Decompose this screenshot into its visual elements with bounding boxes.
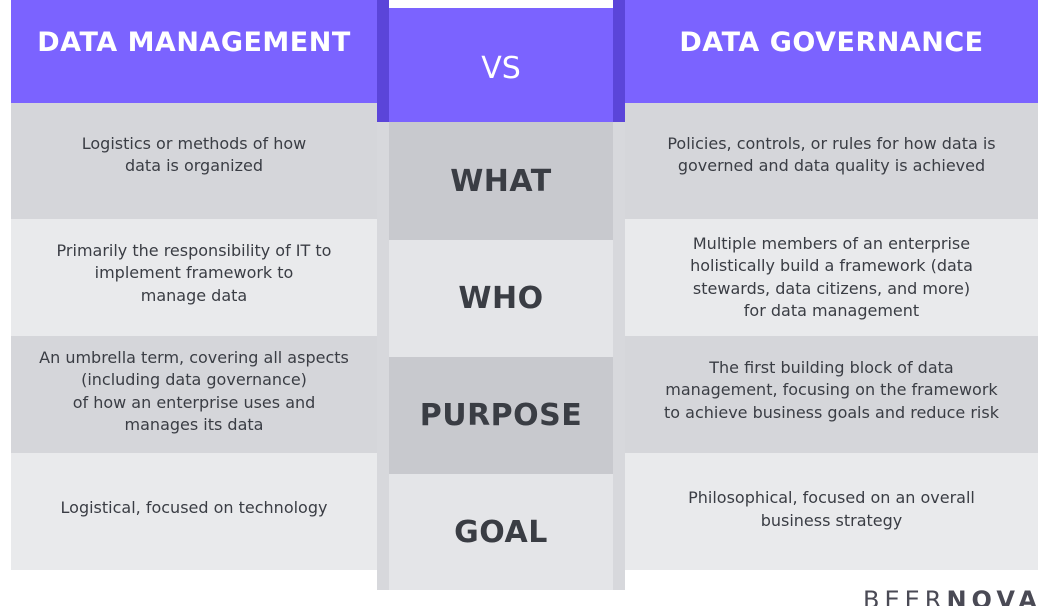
data-governance-header: DATA GOVERNANCE: [625, 0, 1038, 103]
center-header-left-fold: [377, 0, 389, 122]
data-management-header: DATA MANAGEMENT: [11, 0, 377, 103]
row-purpose-left-cell: An umbrella term, covering all aspects (…: [11, 336, 377, 453]
row-goal-label: GOAL: [454, 514, 548, 550]
logo-text-light: BEER: [863, 586, 947, 606]
row-what-data-governance-text: Policies, controls, or rules for how dat…: [667, 133, 996, 176]
row-what-label: WHAT: [450, 163, 552, 199]
vs-header-top-edge: [389, 0, 613, 8]
row-who-left-cell: Primarily the responsibility of IT to im…: [11, 219, 377, 336]
row-what-data-management-text: Logistics or methods of how data is orga…: [81, 133, 307, 176]
row-who-right-cell: Multiple members of an enterprise holist…: [625, 219, 1038, 336]
row-who-label-box: WHO: [389, 240, 613, 357]
data-management-title: DATA MANAGEMENT: [37, 27, 351, 58]
row-who-data-governance-text: Multiple members of an enterprise holist…: [690, 233, 973, 321]
row-purpose-data-governance-text: The first building block of data managem…: [664, 357, 999, 422]
row-purpose-right-cell: The first building block of data managem…: [625, 336, 1038, 453]
row-who-data-management-text: Primarily the responsibility of IT to im…: [56, 240, 332, 305]
row-what-left-cell: Logistics or methods of how data is orga…: [11, 103, 377, 219]
beernova-logo: BEERNOVA: [863, 586, 1042, 606]
logo-text-bold: NOVA: [946, 586, 1042, 606]
row-who-label: WHO: [458, 281, 544, 316]
row-what-right-cell: Policies, controls, or rules for how dat…: [625, 103, 1038, 219]
row-goal-data-governance-text: Philosophical, focused on an overall bus…: [688, 488, 975, 530]
row-purpose-label: PURPOSE: [419, 398, 583, 433]
row-goal-right-cell: Philosophical, focused on an overall bus…: [625, 453, 1038, 570]
row-what-label-box: WHAT: [389, 122, 613, 240]
vs-label: VS: [481, 50, 521, 86]
center-header-right-fold: [613, 0, 625, 122]
row-goal-label-box: GOAL: [389, 474, 613, 590]
row-goal-left-cell: Logistical, focused on technology: [11, 453, 377, 570]
row-purpose-label-box: PURPOSE: [389, 357, 613, 474]
vs-header: VS: [389, 0, 613, 122]
row-purpose-data-management-text: An umbrella term, covering all aspects (…: [39, 347, 349, 435]
data-governance-title: DATA GOVERNANCE: [679, 27, 984, 58]
row-goal-data-management-text: Logistical, focused on technology: [60, 498, 328, 518]
